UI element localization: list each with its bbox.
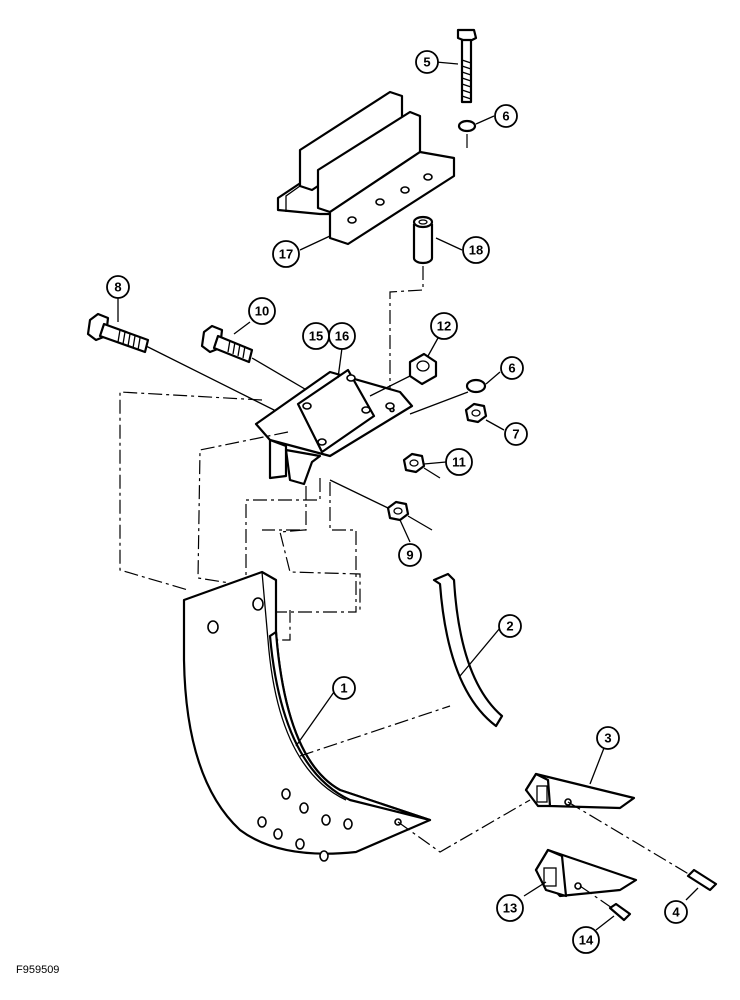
nut-9	[386, 500, 410, 522]
spacer-18	[412, 215, 434, 265]
callout-1-label: 1	[340, 681, 347, 696]
nut-11	[402, 452, 426, 474]
callout-10: 10	[248, 297, 276, 325]
callout-13-label: 13	[503, 901, 517, 916]
callout-6-top-label: 6	[502, 109, 509, 124]
point-13	[534, 848, 638, 898]
point-3	[524, 772, 636, 810]
bolt-10	[200, 324, 254, 364]
pin-4	[686, 868, 718, 892]
pin-14	[608, 902, 632, 922]
callout-10-label: 10	[255, 304, 269, 319]
callout-16-label: 16	[335, 329, 349, 344]
callout-12-label: 12	[437, 319, 451, 334]
callout-11-label: 11	[452, 455, 466, 470]
callout-2-label: 2	[506, 619, 513, 634]
bolt-5	[456, 28, 478, 104]
wear-strip-2	[432, 572, 504, 728]
callout-3-label: 3	[604, 731, 611, 746]
callout-4-label: 4	[672, 905, 680, 920]
mount-bracket-15-16	[254, 368, 414, 486]
leader-lines	[117, 61, 699, 931]
callout-6-right-label: 6	[508, 361, 515, 376]
callout-8: 8	[106, 275, 130, 299]
figure-code: F959509	[16, 964, 60, 976]
callout-6-right: 6	[500, 356, 524, 380]
channel-bracket-17	[276, 90, 456, 246]
callout-14-label: 14	[579, 933, 594, 948]
washer-6-right	[465, 378, 487, 394]
bushing-12	[408, 352, 438, 386]
callout-12: 12	[430, 312, 458, 340]
callout-18: 18	[462, 236, 490, 264]
callout-18-label: 18	[469, 243, 483, 258]
callout-2: 2	[498, 614, 522, 638]
callout-7: 7	[504, 422, 528, 446]
callout-9-label: 9	[406, 548, 413, 563]
callout-9: 9	[398, 543, 422, 567]
nut-7	[464, 402, 488, 424]
callout-5-label: 5	[423, 55, 430, 70]
callout-11: 11	[445, 448, 473, 476]
callout-8-label: 8	[114, 280, 121, 295]
callout-17: 17	[272, 240, 300, 268]
callout-14: 14	[572, 926, 600, 954]
callout-15: 15	[302, 322, 330, 350]
callout-15-label: 15	[309, 329, 323, 344]
callout-5: 5	[415, 50, 439, 74]
callout-4: 4	[664, 900, 688, 924]
callout-6-top: 6	[494, 104, 518, 128]
callout-13: 13	[496, 894, 524, 922]
callout-3: 3	[596, 726, 620, 750]
callout-16: 16	[328, 322, 356, 350]
washer-6-top	[457, 119, 477, 133]
callout-1: 1	[332, 676, 356, 700]
callout-7-label: 7	[512, 427, 519, 442]
bolt-8	[86, 312, 150, 354]
shank-1	[182, 570, 432, 862]
callout-17-label: 17	[279, 247, 293, 262]
